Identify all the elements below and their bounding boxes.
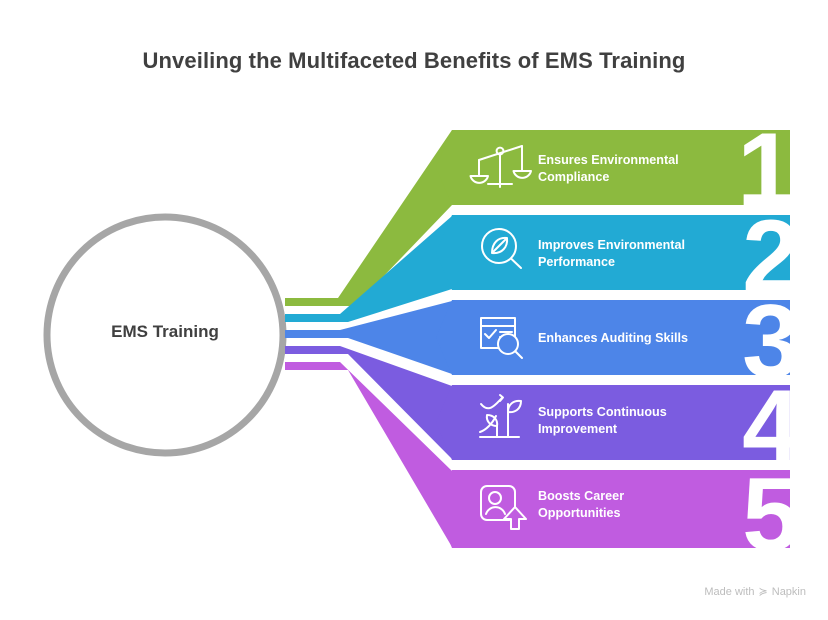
banner-shape-4: [436, 385, 790, 460]
page-title: Unveiling the Multifaceted Benefits of E…: [142, 48, 686, 73]
person-up-arrow-icon: [480, 485, 527, 530]
audit-document-magnifier-icon: [480, 317, 523, 359]
banner-number-1: 1: [737, 112, 795, 228]
watermark-brand: Napkin: [771, 586, 806, 598]
connector-ribbons: [285, 130, 452, 547]
connector-ribbon-3: [285, 301, 452, 374]
banner-row-3[interactable]: 3: [436, 284, 800, 400]
banner-number-2: 2: [742, 199, 800, 315]
banner-shape-2: [436, 215, 790, 290]
growing-plant-arrow-icon: [479, 394, 522, 438]
watermark-made-with: Made with: [704, 586, 755, 598]
hub-circle: [43, 213, 287, 457]
napkin-logo-icon: ≽: [758, 585, 768, 598]
leaf-magnifier-icon: [481, 228, 522, 269]
banner-row-2[interactable]: 2: [436, 199, 800, 315]
banner-shape-5: [436, 470, 790, 548]
connector-ribbon-5: [285, 362, 452, 547]
banner-number-4: 4: [742, 369, 800, 485]
connector-ribbon-1b: [285, 131, 452, 306]
banner-number-3: 3: [742, 284, 800, 400]
banner-number-5: 5: [742, 457, 800, 573]
banner-shape-3: [436, 300, 790, 375]
banner-shape-1: [436, 130, 790, 205]
napkin-watermark: Made with ≽ Napkin: [704, 586, 806, 598]
scales-of-justice-icon: [469, 145, 532, 188]
banner-row-1[interactable]: 1 1: [436, 112, 795, 228]
connector-ribbon-4: [285, 346, 452, 459]
banner-row-5[interactable]: 5: [436, 457, 800, 573]
connector-ribbon-2: [285, 216, 452, 322]
banner-row-4[interactable]: 4: [436, 369, 800, 485]
